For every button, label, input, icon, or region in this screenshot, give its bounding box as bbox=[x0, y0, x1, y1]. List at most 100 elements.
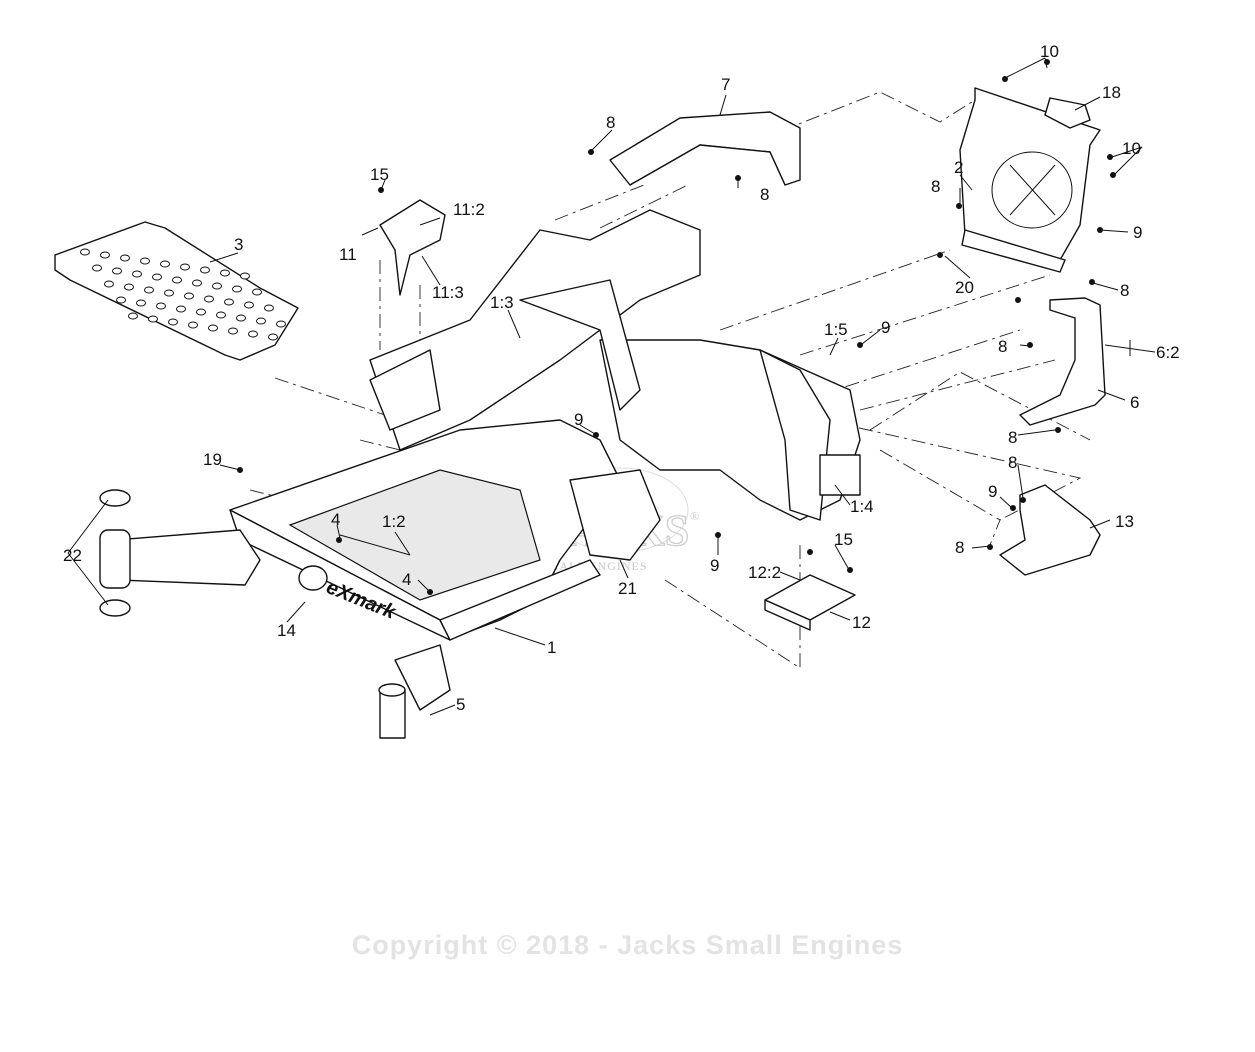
cover-part-18 bbox=[1044, 97, 1091, 129]
perforation-hole bbox=[176, 305, 186, 313]
perforation-hole bbox=[228, 327, 238, 335]
callout-11: 11 bbox=[339, 245, 357, 264]
caster-spindle-part-5 bbox=[378, 644, 451, 739]
perforation-hole bbox=[208, 324, 218, 332]
callout-8-d: 8 bbox=[998, 337, 1007, 356]
perforation-hole bbox=[156, 302, 166, 310]
upper-shield-part-7 bbox=[609, 111, 801, 186]
callout-1: 1 bbox=[547, 638, 556, 657]
perforation-hole bbox=[168, 318, 178, 326]
perforation-hole bbox=[172, 276, 182, 284]
perforation-hole bbox=[268, 333, 278, 341]
perforation-hole bbox=[152, 273, 162, 281]
perforation-hole bbox=[116, 296, 126, 304]
bracket-part-11 bbox=[379, 199, 446, 296]
watermark-registered: ® bbox=[690, 509, 700, 523]
callout-9-c: 9 bbox=[574, 410, 583, 429]
callout-8-e: 8 bbox=[1008, 428, 1017, 447]
perforation-hole bbox=[80, 248, 90, 256]
callout-10-right: 10 bbox=[1122, 139, 1141, 158]
leader-lines bbox=[67, 57, 1156, 716]
perforation-hole bbox=[100, 251, 110, 259]
callout-4-b: 4 bbox=[402, 570, 411, 589]
perforation-hole bbox=[112, 267, 122, 275]
callout-8-f: 8 bbox=[1008, 453, 1017, 472]
perforation-hole bbox=[196, 308, 206, 316]
perforation-hole bbox=[120, 254, 130, 262]
callout-1-2: 1:2 bbox=[382, 512, 406, 531]
callout-9-e: 9 bbox=[710, 556, 719, 575]
callout-1-4: 1:4 bbox=[850, 497, 874, 516]
callout-18: 18 bbox=[1102, 83, 1121, 102]
perforation-hole bbox=[132, 270, 142, 278]
perforation-hole bbox=[148, 315, 158, 323]
perforation-hole bbox=[248, 330, 258, 338]
callout-8-a: 8 bbox=[606, 113, 615, 132]
bracket-part-12 bbox=[764, 574, 856, 631]
callout-6-2: 6:2 bbox=[1156, 343, 1180, 362]
callout-8-h: 8 bbox=[760, 185, 769, 204]
perforation-hole bbox=[224, 298, 234, 306]
callout-1-3: 1:3 bbox=[490, 293, 514, 312]
perforation-hole bbox=[144, 286, 154, 294]
callout-13: 13 bbox=[1115, 512, 1134, 531]
callout-15-a: 15 bbox=[370, 165, 389, 184]
callout-19: 19 bbox=[203, 450, 222, 469]
callout-22: 22 bbox=[63, 546, 82, 565]
perforation-hole bbox=[184, 292, 194, 300]
callout-9-b: 9 bbox=[881, 318, 890, 337]
foot-plate-part-3 bbox=[54, 221, 299, 361]
callout-20: 20 bbox=[955, 278, 974, 297]
callout-21: 21 bbox=[618, 579, 637, 598]
perforation-hole bbox=[232, 285, 242, 293]
perforation-hole bbox=[188, 321, 198, 329]
perforation-hole bbox=[212, 282, 222, 290]
callout-12-2: 12:2 bbox=[748, 563, 781, 582]
main-frame-part-1 bbox=[229, 209, 861, 641]
perforation-hole bbox=[124, 283, 134, 291]
callout-14: 14 bbox=[277, 621, 296, 640]
callout-11-3: 11:3 bbox=[432, 283, 464, 302]
front-axle-part-22 bbox=[99, 489, 261, 617]
callout-3: 3 bbox=[234, 235, 243, 254]
perforation-hole bbox=[276, 320, 286, 328]
rear-bumper-part-6 bbox=[1019, 297, 1106, 426]
perforation-hole bbox=[264, 304, 274, 312]
callout-9-a: 9 bbox=[1133, 223, 1142, 242]
callout-4-a: 4 bbox=[331, 510, 340, 529]
perforation-hole bbox=[136, 299, 146, 307]
callout-8-b: 8 bbox=[931, 177, 940, 196]
perforation-hole bbox=[140, 257, 150, 265]
perforation-hole bbox=[204, 295, 214, 303]
perforation-hole bbox=[244, 301, 254, 309]
perforation-hole bbox=[180, 263, 190, 271]
copyright-notice: Copyright © 2018 - Jacks Small Engines bbox=[351, 930, 904, 960]
callout-2: 2 bbox=[954, 158, 963, 177]
callout-11-2: 11:2 bbox=[453, 200, 485, 219]
perforation-hole bbox=[128, 312, 138, 320]
callout-8-g: 8 bbox=[955, 538, 964, 557]
perforation-hole bbox=[192, 279, 202, 287]
perforation-hole bbox=[240, 272, 250, 280]
callout-6: 6 bbox=[1130, 393, 1139, 412]
perforation-hole bbox=[164, 289, 174, 297]
perforation-hole bbox=[220, 269, 230, 277]
perforation-hole bbox=[200, 266, 210, 274]
callout-12: 12 bbox=[852, 613, 871, 632]
perforation-hole bbox=[92, 264, 102, 272]
perforation-hole bbox=[256, 317, 266, 325]
perforation-hole bbox=[160, 260, 170, 268]
side-shield-part-13 bbox=[999, 484, 1101, 576]
perforation-hole bbox=[236, 314, 246, 322]
callout-9-d: 9 bbox=[988, 482, 997, 501]
callout-labels: 10 18 7 8 15 11:2 2 10 8 3 11 11:3 9 1:3… bbox=[63, 42, 1180, 714]
perforation-hole bbox=[104, 280, 114, 288]
callout-15-b: 15 bbox=[834, 530, 853, 549]
callout-5: 5 bbox=[456, 695, 465, 714]
callout-7: 7 bbox=[721, 75, 730, 94]
callout-10-top: 10 bbox=[1040, 42, 1059, 61]
callout-1-5: 1:5 bbox=[824, 320, 848, 339]
perforation-hole bbox=[252, 288, 262, 296]
rear-plate-part-2 bbox=[959, 87, 1101, 273]
